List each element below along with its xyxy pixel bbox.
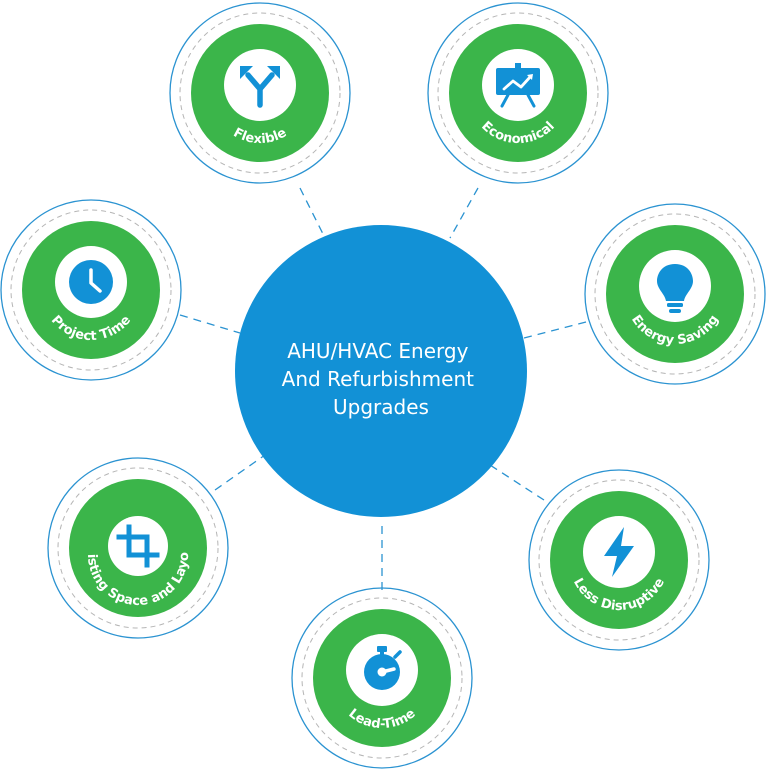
center-circle xyxy=(235,225,527,517)
lightning-icon xyxy=(604,527,634,577)
stopwatch-icon xyxy=(364,646,402,690)
split-arrows-icon xyxy=(240,66,280,108)
svg-text:Flexible: Flexible xyxy=(231,125,290,147)
connector-existing-space xyxy=(214,454,266,491)
clock-icon xyxy=(69,260,113,304)
svg-text:AHU/HVAC Energy And Refu: AHU/HVAC Energy And Refurbishment Upgrad… xyxy=(282,339,481,419)
center-hub: AHU/HVAC Energy And Refurbishment Upgrad… xyxy=(235,225,527,517)
connector-economical xyxy=(449,187,479,239)
presentation-chart-icon xyxy=(496,63,540,108)
center-title-line-2: And Refurbishment xyxy=(282,367,474,391)
node-dashed-ring xyxy=(179,12,341,174)
node-dashed-ring xyxy=(594,213,756,375)
node-existing-space xyxy=(47,457,229,639)
lightbulb-icon xyxy=(657,264,693,313)
node-economical xyxy=(427,2,609,184)
connectors xyxy=(179,187,587,590)
center-title-line-3: Upgrades xyxy=(333,395,429,419)
node-dashed-ring xyxy=(301,597,463,759)
node-outer-ring xyxy=(291,587,473,769)
connector-less-disruptive xyxy=(489,464,545,501)
node-icon-disc xyxy=(108,516,168,576)
node-outer-ring xyxy=(584,203,766,385)
node-project-time xyxy=(0,199,182,381)
node-outer-ring xyxy=(0,199,182,381)
node-dashed-ring xyxy=(538,479,700,641)
node-outer-ring xyxy=(47,457,229,639)
node-outer-ring xyxy=(427,2,609,184)
node-label-flexible: Flexible xyxy=(231,125,290,147)
node-dashed-ring xyxy=(57,467,219,629)
node-dashed-ring xyxy=(10,209,172,371)
node-outer-ring xyxy=(528,469,710,651)
node-energy-saving xyxy=(584,203,766,385)
connector-flexible xyxy=(299,187,326,239)
node-dashed-ring xyxy=(437,12,599,174)
crop-icon xyxy=(116,524,160,568)
center-title-line-1: AHU/HVAC Energy xyxy=(287,339,468,363)
node-lead-time xyxy=(291,587,473,769)
node-less-disruptive xyxy=(528,469,710,651)
node-outer-ring xyxy=(169,2,351,184)
connector-energy-saving xyxy=(523,321,587,339)
node-flexible xyxy=(169,2,351,184)
connector-project-time xyxy=(179,314,241,334)
